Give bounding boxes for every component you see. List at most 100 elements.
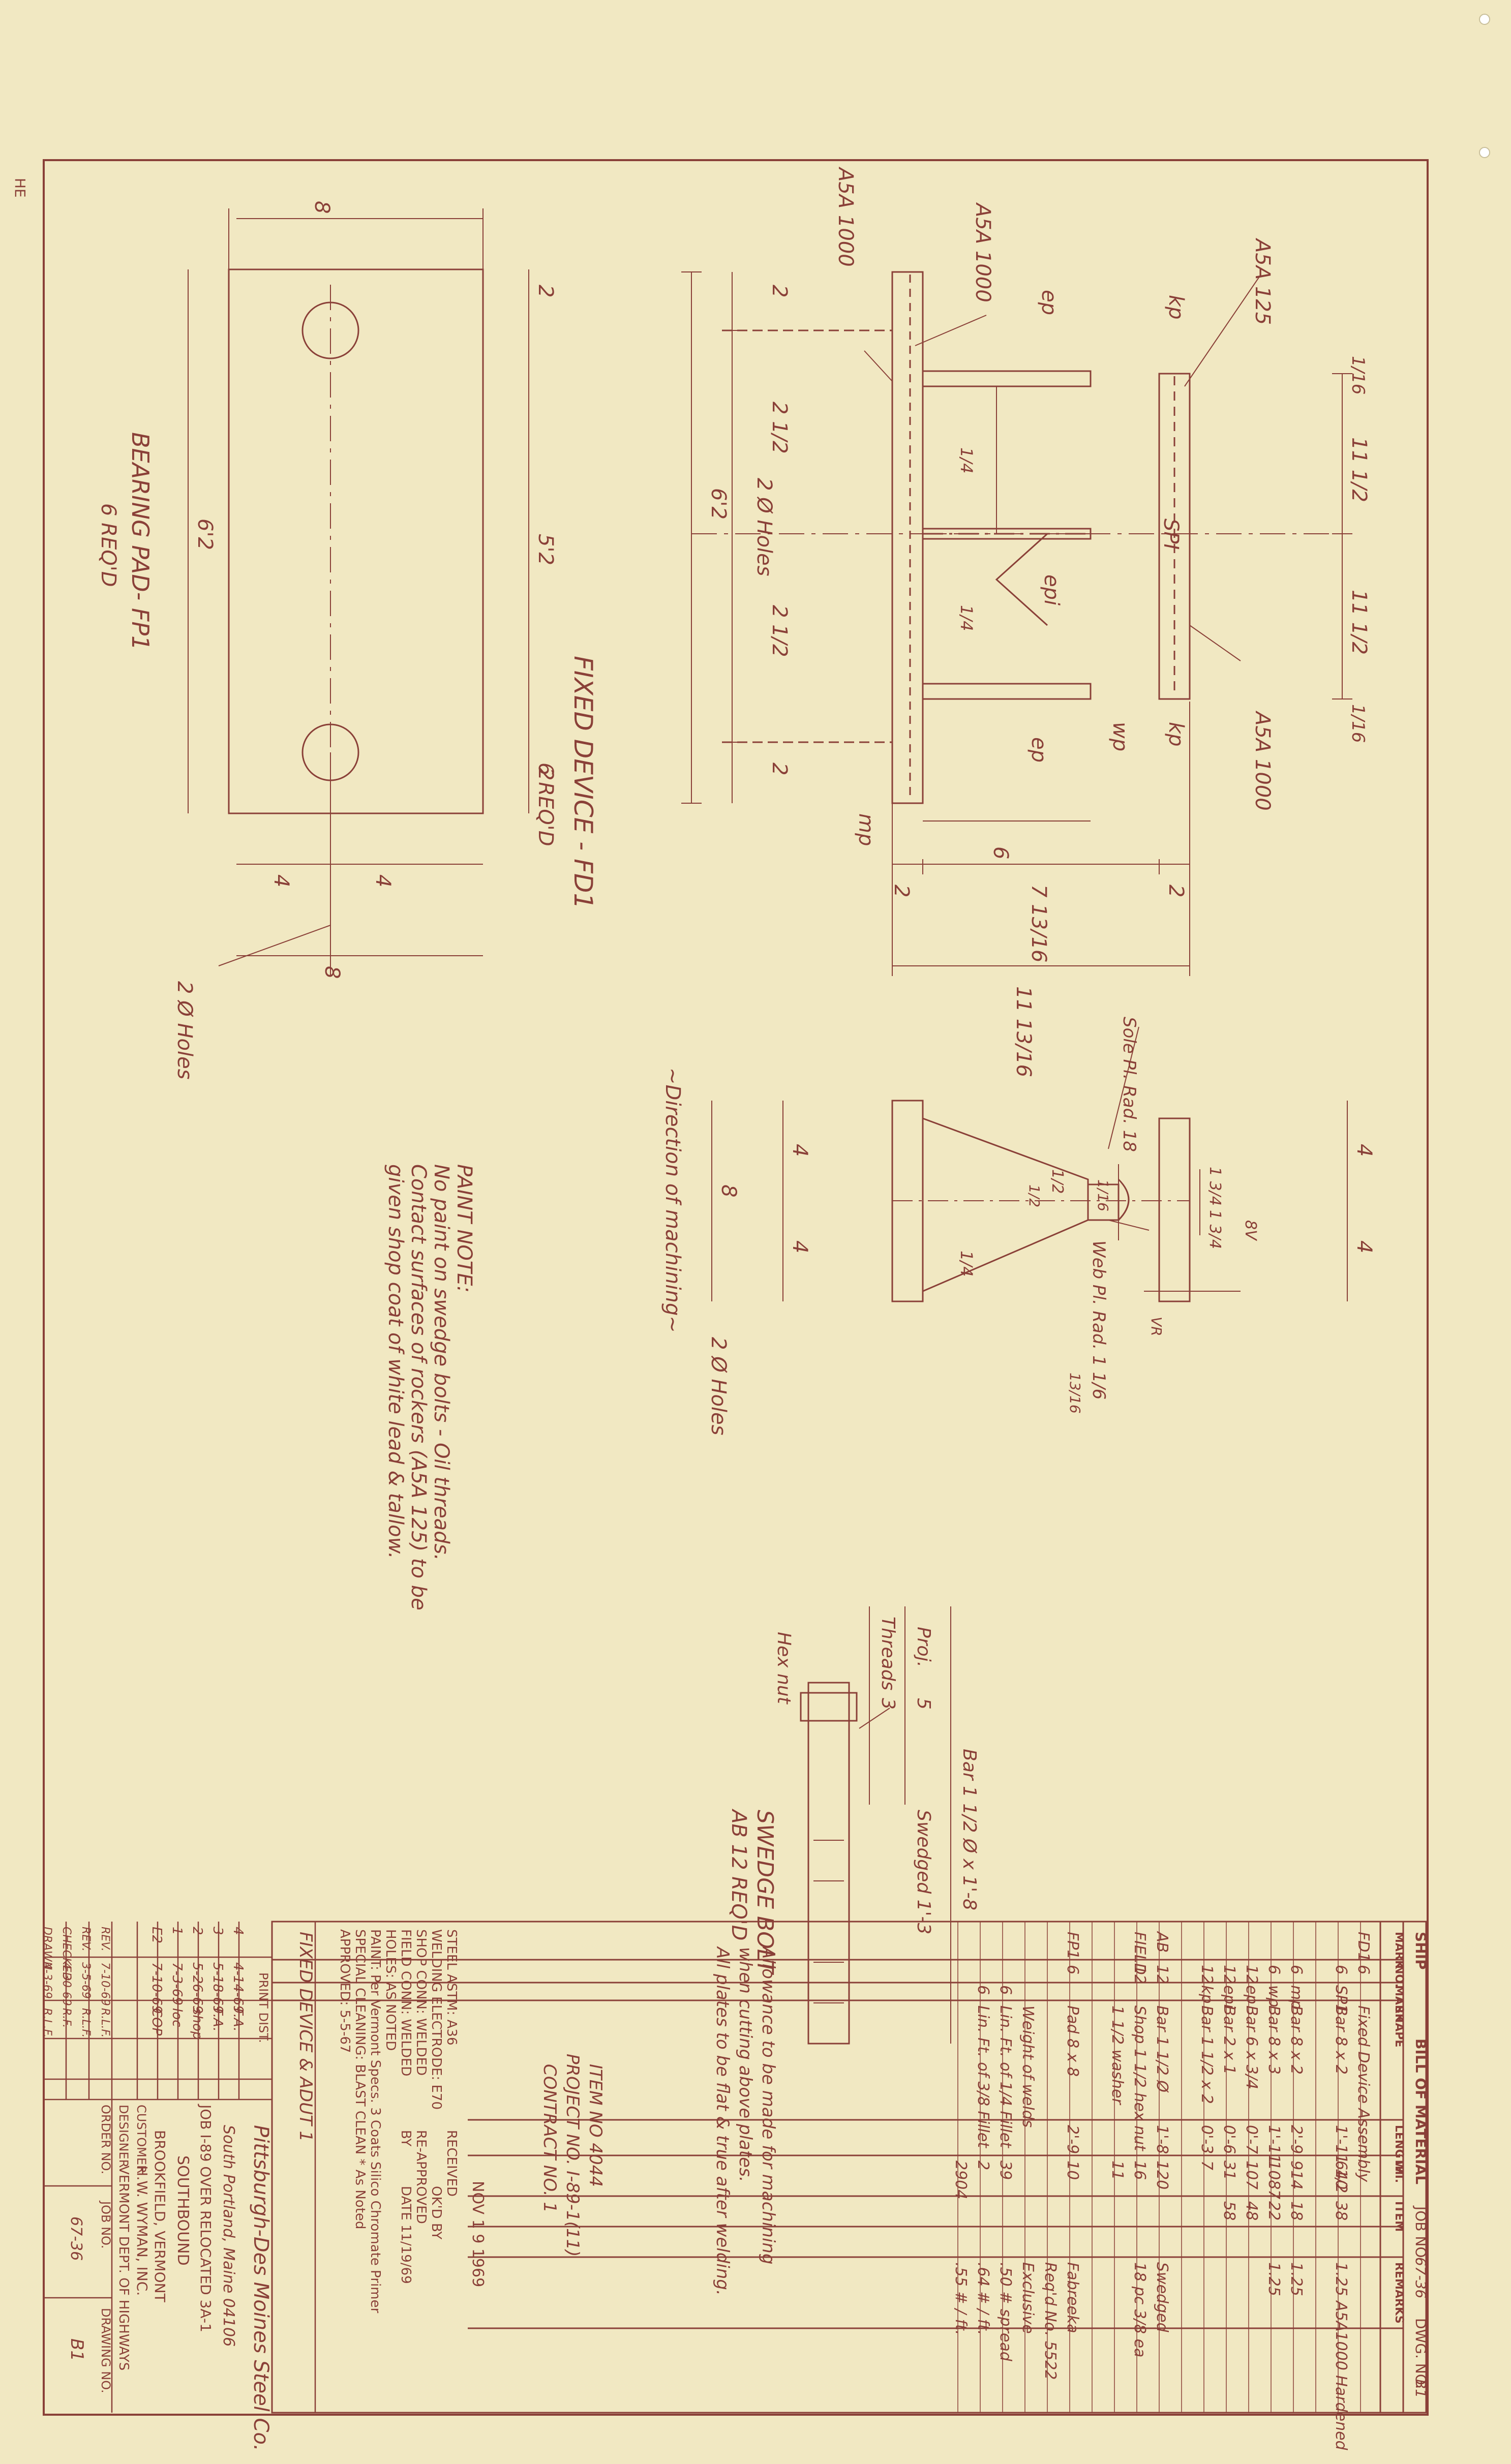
side-dim-top: 13/16 <box>1067 1373 1083 1414</box>
title-subject: FIXED DEVICE & ADUT 1 <box>295 1932 316 2142</box>
drawing-border <box>43 159 1429 2416</box>
dim-11-5a: 11 1/2 <box>1347 437 1371 502</box>
bearing-pad-title: BEARING PAD- FP1 <box>127 432 154 650</box>
side-dim-vr: VR <box>1148 1317 1165 1336</box>
company-address: South Portland, Maine 04106 <box>220 2125 237 2347</box>
pad-dim-4a: 4 <box>269 874 293 887</box>
revision-cell: 5-18-69 <box>210 1962 225 2014</box>
revision-cell: shop <box>190 2008 205 2040</box>
bom-project: PROJECT NO. I-89-1(11) <box>562 2054 583 2257</box>
bom-cell: 58 <box>1220 2201 1238 2220</box>
bom-cell: 31 <box>1220 2161 1238 2180</box>
hex-nut-label: Hex nut <box>773 1632 794 1705</box>
bom-cell: Bar 8 x 2 <box>1287 2005 1305 2075</box>
paint-note-line-1: No paint on swedge bolts - Oil threads. <box>430 1164 453 1561</box>
bom-cell: 914 <box>1287 2161 1305 2189</box>
spec-line-7: SPECIAL CLEANING: BLAST CLEAN * As Noted <box>352 1929 368 2229</box>
side-dim-4a: 4 <box>1352 1144 1376 1157</box>
bom-note-1: Allowance to be made for machining <box>758 1946 778 2264</box>
bom-cell: Lin. Ft. of 1/4 Fillet <box>996 2005 1014 2148</box>
fixed-device-title: FIXED DEVICE - FD1 <box>568 656 598 909</box>
bom-cell: 0'-7 <box>1243 2125 1260 2154</box>
side-sole-plate <box>1158 1117 1191 1302</box>
revision-cell: F.A. <box>230 2008 246 2031</box>
bom-cell: 1 1/2 washer <box>1108 2005 1126 2105</box>
bom-cell: 18 pc 3/8 ea <box>1131 2262 1149 2357</box>
ep-bottom-label: ep <box>1027 737 1050 763</box>
bom-header-cell: REMARKS <box>1393 2262 1405 2324</box>
customer-label: CUSTOMER <box>134 2105 148 2174</box>
bom-dwg-no-label: DWG. NO. <box>1412 2318 1429 2389</box>
side-dim-8: 8 <box>717 1184 740 1197</box>
bom-cell: 107 <box>1243 2161 1260 2189</box>
bom-cell: 2904 <box>952 2161 970 2199</box>
company-name: Pittsburgh-Des Moines Steel Co. <box>249 2125 273 2451</box>
side-dim-4d: 4 <box>788 1240 811 1253</box>
bom-cell: 640 <box>1332 2161 1350 2189</box>
pad-dim-5-2: 5'2 <box>534 534 557 565</box>
bom-cell: 12 <box>1243 1965 1260 1984</box>
swedge-bolt-qty: AB 12 REQ'D <box>727 1808 750 1940</box>
bom-cell: 6 <box>1064 1965 1081 1974</box>
sole-plate-label: Sole Pl. Rad. 18 <box>1119 1017 1139 1152</box>
location-label: BROOKFIELD, VERMONT <box>152 2130 168 2303</box>
signoff-cell: REV. <box>79 1927 92 1952</box>
customer-name: H.W. WYMAN, INC. <box>134 2166 150 2296</box>
bom-header-cell: WT. <box>1393 2161 1405 2183</box>
dim-2c: 2 <box>890 885 913 897</box>
signoff-cell: 4-30-69 <box>60 1962 73 2006</box>
epi-label: epi <box>1040 574 1063 605</box>
asa1000-left-label: A5A 1000 <box>834 166 857 267</box>
paint-note-line-2: Contact surfaces of rockers (A5A 125) to… <box>407 1164 430 1610</box>
mp-label: mp <box>854 813 878 846</box>
front-holes-label: 2 Ø Holes <box>752 478 776 576</box>
bom-cell: Bar 2 x 1 <box>1220 2005 1238 2075</box>
stamp-mark: HE <box>12 178 28 198</box>
bom-cell: 12 <box>1198 1965 1216 1984</box>
bom-cell: 2'-9 <box>1287 2125 1305 2154</box>
side-dim-12: 1/2 <box>1026 1184 1043 1207</box>
title-revisions: 44-14-69F.A.35-18-69F.A.25-26-69shop17-3… <box>41 1927 246 2040</box>
bom-cell: FIELD <box>1131 1932 1149 1975</box>
bom-ship: SHIP <box>1412 1932 1429 1970</box>
signoff-cell: R.L.F. <box>99 2008 111 2037</box>
job-no-value: 67-36 <box>67 2216 85 2261</box>
bom-cell: SP1 <box>1332 1985 1350 2014</box>
side-dim-1-75a: 1 3/4 <box>1206 1167 1224 1206</box>
bom-cell: 1087 <box>1265 2161 1283 2199</box>
spec-line-8: APPROVED: 5-5-67 <box>337 1929 352 2053</box>
bolt-dim-threads: Threads <box>878 1617 898 1690</box>
fillet-b-label: 1/4 <box>957 605 976 631</box>
bolt-dim-proj: Proj. <box>913 1627 934 1667</box>
bom-note-2: when cutting above plates. <box>735 1947 756 2182</box>
dim-2-5a: 2 1/2 <box>768 402 791 454</box>
side-fillet-label: 1/4 <box>957 1251 976 1277</box>
side-dim-1-16: 1/16 <box>1095 1179 1111 1211</box>
bom-cell: 12 <box>1131 1965 1149 1984</box>
revision-cell: 2 <box>190 1927 205 1935</box>
received-label: RECEIVED <box>444 2130 459 2197</box>
side-dim-4b: 4 <box>1352 1240 1376 1253</box>
bom-header-cell: SHAPE <box>1393 2005 1405 2047</box>
asa125-label: A5A 125 <box>1251 237 1274 325</box>
bearing-pad-qty: 6 REQ'D <box>97 503 120 587</box>
pad-dim-8bot: 8 <box>320 966 344 979</box>
fixed-device-qty: 6 REQ'D <box>534 763 557 846</box>
bom-cell: 11 <box>1108 2161 1126 2180</box>
title-block <box>43 1922 316 2413</box>
designer-label: DESIGNER <box>116 2105 131 2168</box>
bom-cell: 7 <box>1198 2161 1216 2170</box>
bolt-dim-three: 3 <box>878 1698 898 1710</box>
bom-cell: kp <box>1198 1985 1216 2003</box>
revision-cell: COP <box>149 2008 164 2036</box>
rocker-plate <box>1158 373 1191 700</box>
bom-cell: Fabreeka <box>1064 2262 1081 2333</box>
bom-job-no: 67-36 <box>1412 2257 1429 2298</box>
by-label: BY <box>398 2130 413 2146</box>
bom-cell: .55 # / ft. <box>952 2262 970 2335</box>
pad-holes-label: 2 Ø Holes <box>173 981 196 1079</box>
bom-header-cell: MARK <box>1393 1985 1405 2023</box>
side-view <box>711 1026 1348 1302</box>
bom-text: MARKNO.MARKSHAPELENGTHWT.ITEMREMARKSFD16… <box>952 1931 1405 2451</box>
bom-cell: 16 <box>1131 2161 1149 2180</box>
